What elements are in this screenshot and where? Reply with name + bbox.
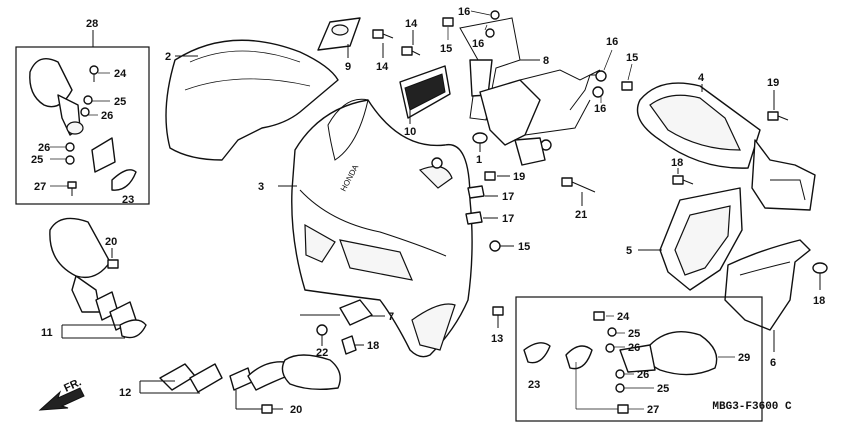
callout-26-inset-left-a: 26 — [101, 110, 113, 122]
part-19-bolt-right — [767, 111, 789, 121]
callout-7: 7 — [388, 311, 394, 323]
part-7-bracket-lower — [316, 299, 373, 355]
mirror-assembly — [159, 354, 341, 414]
part-6-side-fairing — [724, 239, 811, 331]
callout-18-right: 18 — [813, 295, 825, 307]
callout-28: 28 — [86, 18, 98, 30]
callout-15-right: 15 — [626, 52, 638, 64]
callout-17-upper: 17 — [502, 191, 514, 203]
part-13-bolt — [492, 306, 504, 328]
windscreen — [165, 39, 339, 161]
callout-26-inset-left-b: 26 — [38, 142, 50, 154]
part-18-bolt-center — [672, 175, 694, 185]
front-direction-arrow-icon — [38, 387, 85, 411]
callout-5: 5 — [626, 245, 632, 257]
part-9-bracket — [317, 17, 361, 51]
callout-22: 22 — [316, 347, 328, 359]
callout-20-mid: 20 — [105, 236, 117, 248]
callout-4: 4 — [698, 72, 705, 84]
part-3-upper-cowl — [291, 98, 473, 358]
callout-11: 11 — [41, 327, 53, 339]
inset-box-right-turn-signal — [515, 296, 763, 422]
callout-25-inset-left-b: 25 — [31, 154, 43, 166]
callout-27-inset-right: 27 — [647, 404, 659, 416]
callout-26-inset-right-b: 26 — [637, 369, 649, 381]
callout-29: 29 — [738, 352, 750, 364]
callout-16-mid: 16 — [472, 38, 484, 50]
callout-6: 6 — [770, 357, 776, 369]
fastener-group-top — [442, 10, 633, 98]
turn-signal-left-assembly — [29, 58, 137, 196]
part-10-vent — [399, 65, 451, 119]
callout-15-top: 15 — [440, 43, 452, 55]
callout-15-middle: 15 — [518, 241, 530, 253]
document-code: MBG3-F3600 C — [712, 401, 792, 413]
callout-23-inset-right: 23 — [528, 379, 540, 391]
part-17-clips — [465, 171, 496, 225]
part-5-lower-cover — [659, 187, 743, 291]
callout-18-lower: 18 — [367, 340, 379, 352]
callout-21: 21 — [575, 209, 587, 221]
part-14-bolts — [372, 29, 421, 56]
part-18-bolt-right — [812, 262, 828, 290]
callout-24-inset-left: 24 — [114, 68, 127, 80]
callout-18-center: 18 — [671, 157, 683, 169]
callout-27-inset-left: 27 — [34, 181, 46, 193]
callout-24-inset-right: 24 — [617, 311, 630, 323]
part-15-nut-middle — [489, 240, 501, 252]
turn-signal-mid-assembly — [49, 217, 147, 339]
callout-8: 8 — [543, 55, 549, 67]
callout-25-inset-left: 25 — [114, 96, 126, 108]
callout-1: 1 — [476, 154, 482, 166]
callout-16-lower: 16 — [594, 103, 606, 115]
callout-14-top: 14 — [405, 18, 418, 30]
callout-3: 3 — [258, 181, 264, 193]
turn-signal-right-assembly — [523, 311, 718, 414]
callout-13: 13 — [491, 333, 503, 345]
part-4-inner-duct — [636, 82, 816, 211]
callout-20-bottom: 20 — [290, 404, 302, 416]
callout-9: 9 — [345, 61, 351, 73]
inset-box-left-turn-signal — [15, 46, 150, 205]
callout-16-right: 16 — [606, 36, 618, 48]
callout-23-inset-left: 23 — [122, 194, 134, 206]
callout-19-center: 19 — [513, 171, 525, 183]
part-1-grommet — [472, 132, 488, 144]
callout-19-right: 19 — [767, 77, 779, 89]
part-21-bolt — [561, 177, 596, 193]
callout-10: 10 — [404, 126, 416, 138]
callout-2: 2 — [165, 51, 171, 63]
part-8-fairing-stay — [459, 17, 601, 166]
callout-12: 12 — [119, 387, 131, 399]
callout-26-inset-right-a: 26 — [628, 342, 640, 354]
callout-14-left: 14 — [376, 61, 389, 73]
callout-17-lower: 17 — [502, 213, 514, 225]
callout-25-inset-right-b: 25 — [657, 383, 669, 395]
callout-25-inset-right-a: 25 — [628, 328, 640, 340]
callout-16-top: 16 — [458, 6, 470, 18]
